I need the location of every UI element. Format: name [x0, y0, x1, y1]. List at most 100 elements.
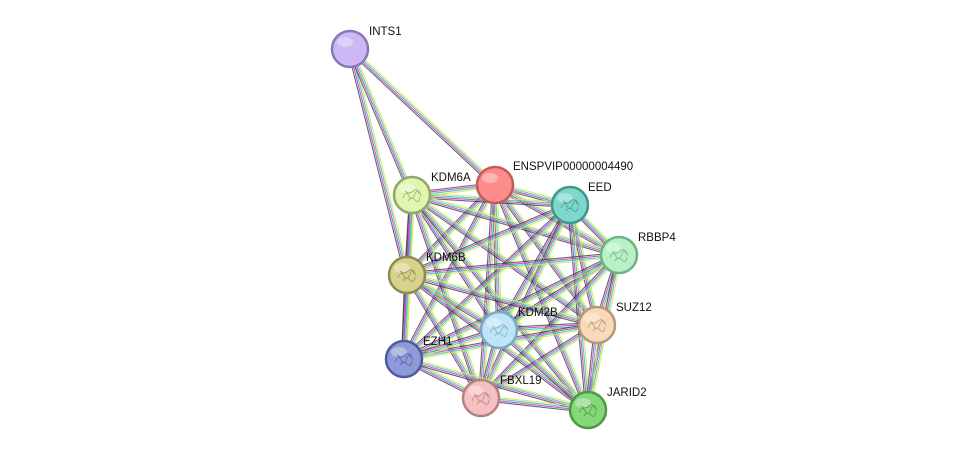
node-fbxl19[interactable]: FBXL19 — [461, 375, 542, 418]
node-jarid2[interactable]: JARID2 — [568, 387, 647, 430]
node-highlight — [584, 313, 600, 323]
edge-ints1-kdm6b[interactable] — [347, 48, 410, 276]
node-eed[interactable]: EED — [550, 182, 612, 225]
edge-strand — [407, 206, 572, 278]
node-highlight — [575, 398, 591, 408]
edge-strand — [571, 204, 600, 325]
edge-strand — [407, 272, 598, 324]
edge-strand — [570, 204, 599, 325]
edge-strand — [498, 253, 619, 330]
edge-strand — [567, 205, 587, 411]
node-circle[interactable] — [475, 165, 515, 205]
node-label: SUZ12 — [616, 302, 652, 314]
node-circle[interactable] — [461, 378, 501, 418]
edge-strand — [412, 193, 598, 325]
edge-strand — [406, 253, 619, 275]
structure-icon — [397, 269, 417, 282]
edge-strand — [492, 185, 498, 331]
edge-kdm6b-suz12[interactable] — [406, 272, 598, 328]
edge-strand — [348, 49, 412, 196]
node-circle[interactable] — [599, 235, 639, 275]
edge-strand — [409, 196, 498, 332]
edge-kdm2b-jarid2[interactable] — [497, 327, 590, 413]
structure-icon — [402, 189, 422, 202]
node-label: EZH1 — [423, 336, 452, 348]
edge-strand — [410, 195, 588, 411]
node-rbbp4[interactable]: RBBP4 — [599, 232, 676, 275]
edge-strand — [410, 195, 499, 331]
edge-enspvip00000004490-jarid2[interactable] — [492, 183, 591, 412]
edge-strand — [409, 195, 480, 399]
edge-strand — [407, 273, 598, 325]
node-highlight — [606, 243, 622, 253]
edge-ints1-enspvip00000004490[interactable] — [347, 46, 498, 188]
node-enspvip00000004490[interactable]: ENSPVIP00000004490 — [475, 161, 633, 205]
node-label: RBBP4 — [638, 232, 676, 244]
node-ezh1[interactable]: EZH1 — [384, 336, 452, 379]
node-highlight — [394, 263, 410, 273]
edge-strand — [351, 48, 410, 275]
edge-strand — [406, 276, 597, 328]
structure-icon — [560, 199, 580, 212]
edge-strand — [480, 254, 619, 398]
edge-ints1-kdm6a[interactable] — [347, 47, 415, 197]
edge-strand — [497, 252, 619, 329]
node-highlight — [391, 347, 407, 357]
node-circle[interactable] — [387, 255, 427, 295]
node-label: JARID2 — [607, 387, 647, 399]
structure-icon — [578, 404, 598, 417]
edge-strand — [497, 331, 587, 413]
edge-strand — [413, 192, 599, 324]
node-kdm6b[interactable]: KDM6B — [387, 252, 466, 295]
node-circle[interactable] — [479, 310, 519, 350]
edge-strand — [413, 194, 484, 398]
structure-icon — [471, 392, 491, 405]
node-label: ENSPVIP00000004490 — [513, 161, 633, 173]
edge-eed-jarid2[interactable] — [567, 204, 591, 411]
node-circle[interactable] — [384, 339, 424, 379]
edge-strand — [348, 49, 407, 276]
node-label: FBXL19 — [500, 375, 542, 387]
node-highlight — [468, 386, 484, 396]
edge-rbbp4-kdm2b[interactable] — [497, 252, 621, 333]
node-circle[interactable] — [330, 29, 370, 69]
node-highlight — [337, 37, 353, 47]
edge-strand — [499, 255, 620, 332]
node-highlight — [557, 193, 573, 203]
edge-eed-ezh1[interactable] — [401, 202, 573, 362]
node-ints1[interactable]: INTS1 — [330, 26, 402, 69]
structure-icon — [587, 319, 607, 332]
edge-strand — [412, 192, 620, 254]
edge-strand — [403, 253, 619, 359]
edge-strand — [411, 195, 597, 327]
edge-strand — [347, 49, 411, 197]
edge-strand — [404, 205, 571, 360]
node-label: INTS1 — [369, 26, 402, 38]
node-label: KDM6A — [431, 172, 471, 184]
node-label: KDM2B — [518, 307, 558, 319]
edge-strand — [403, 359, 588, 412]
edge-strand — [407, 205, 571, 277]
node-circle[interactable] — [550, 185, 590, 225]
node-kdm2b[interactable]: KDM2B — [479, 307, 558, 350]
edge-strand — [412, 193, 620, 255]
node-suz12[interactable]: SUZ12 — [577, 302, 652, 345]
edge-strand — [495, 184, 590, 410]
edge-strand — [482, 205, 573, 400]
edge-strand — [407, 256, 620, 278]
structure-icon — [489, 324, 509, 337]
edge-kdm6a-suz12[interactable] — [410, 192, 599, 328]
edge-strand — [498, 330, 588, 412]
node-circle[interactable] — [392, 175, 432, 215]
structure-icon — [609, 249, 629, 262]
node-kdm6a[interactable]: KDM6A — [392, 172, 471, 215]
node-circle[interactable] — [568, 390, 608, 430]
edge-eed-kdm6b[interactable] — [405, 202, 572, 278]
edge-strand — [403, 204, 570, 359]
edge-strand — [406, 275, 597, 327]
node-circle[interactable] — [577, 305, 617, 345]
edge-strand — [407, 255, 620, 277]
edge-rbbp4-kdm6b[interactable] — [406, 252, 620, 278]
